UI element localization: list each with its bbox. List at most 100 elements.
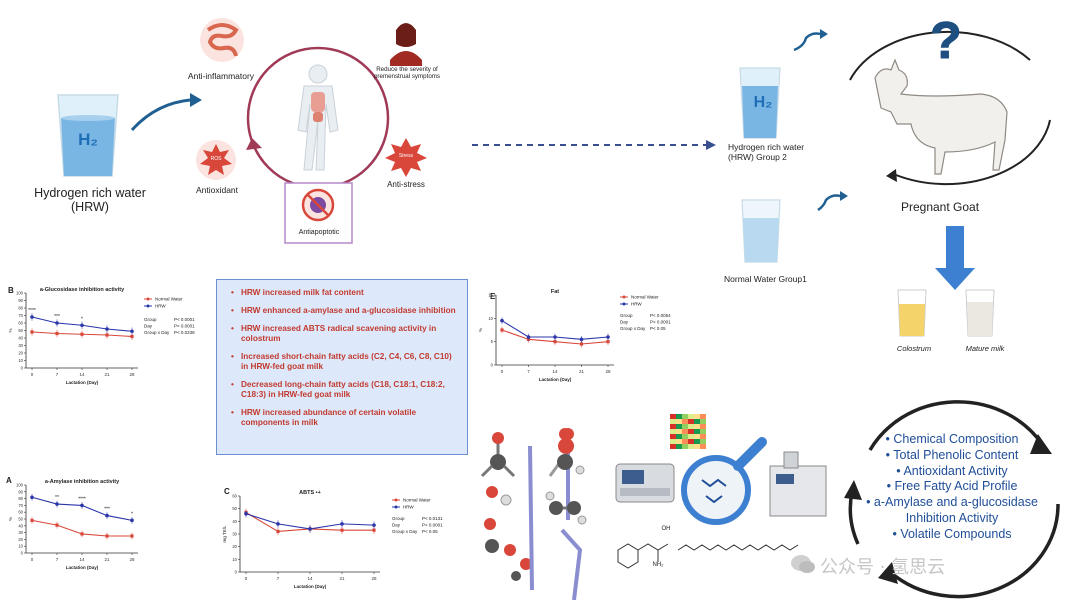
normal-water-group1-label: Normal Water Group1 [724,274,807,284]
analysis-cycle [844,400,1060,599]
data-point [55,321,59,325]
legend-marker [394,505,398,509]
data-point [606,335,610,339]
y-tick-label: 40 [18,336,23,341]
heatmap-cell [700,439,706,444]
stats-pvalue: P< 0.0001 [174,324,195,329]
finding-item: HRW increased abundance of certain volat… [231,408,457,428]
y-tick-label: 20 [18,351,23,356]
data-point [372,528,376,532]
data-point [579,342,584,346]
colostrum-glass-icon [897,289,927,337]
y-tick-label: 70 [18,503,23,508]
fatty-acid-chain [677,544,799,551]
woman-icon [390,23,422,66]
data-point [606,340,610,344]
significance-label: *** [104,507,110,513]
stress-badge: Stress [398,153,414,159]
heatmap-cell [682,414,688,419]
hrw-effects-diagram [57,18,427,244]
data-point [30,315,34,319]
data-point [55,331,59,336]
y-tick-label: 90 [18,298,23,303]
stats-term: Day [392,523,401,528]
molecule-icon [545,491,587,525]
y-tick-label: 20 [18,537,23,542]
analysis-item: • Free Fatty Acid Profile [886,479,1018,494]
antiapoptotic-label: Antiapoptotic [298,229,340,236]
hrw-glass-icon [57,94,119,177]
heatmap-cell [682,444,688,449]
heatmap-cell [688,419,694,424]
heatmap-cell [670,424,676,429]
data-point [526,335,531,339]
heatmap-cell [670,439,676,444]
x-tick-label: 7 [277,576,280,581]
stats-pvalue: P< 0.0238 [174,330,195,335]
finding-item: Decreased long-chain fatty acids (C18, C… [231,380,457,400]
legend-label: HRW [155,304,166,309]
data-point [55,502,59,506]
x-axis-label: Lactation (Day) [539,377,572,382]
curved-arrow-icon [130,98,191,132]
data-point [130,534,134,538]
heatmap-cell [676,419,682,424]
significance-label: ** [55,495,59,501]
data-point [276,529,280,534]
heatmap-cell [700,414,706,419]
legend-label: Normal Water [155,297,183,302]
nh2-label: NH₂ [652,562,664,568]
no-apoptosis-icon [301,188,335,222]
normal-water-glass-icon [741,199,781,263]
stats-pvalue: P< 0.05 [650,326,666,331]
data-point [340,528,344,532]
goat-cycle-arc [849,30,1051,186]
finding-item: HRW enhanced a-amylase and a-glucosidase… [231,306,457,316]
x-tick-label: 14 [552,369,558,374]
chart-title: ABTS •+ [299,490,321,496]
stats-term: Group x Day [144,330,170,335]
x-axis-label: Lactation (Day) [66,380,99,385]
y-tick-label: 10 [488,316,493,321]
legend-marker [622,302,626,306]
magnifier-icon [681,437,767,525]
legend-marker [622,295,626,299]
reduce-pms-label: Reduce the severity of premenstrual symp… [373,66,441,81]
x-tick-label: 28 [129,557,135,562]
data-point [30,495,34,500]
x-tick-label: 21 [579,369,585,374]
data-point [130,334,134,339]
stats-term: Group [144,317,157,322]
x-tick-label: 7 [56,557,59,562]
goat-icon [874,58,1008,175]
heatmap-cell [670,414,676,419]
significance-label: *** [54,314,60,320]
heatmap-cell [676,429,682,434]
analysis-item: • Volatile Compounds [892,526,1012,541]
data-point [80,332,84,336]
heatmap-cell [700,424,706,429]
y-tick-label: 100 [16,291,24,296]
y-tick-label: 50 [18,328,23,333]
data-point [372,523,376,527]
x-tick-label: 14 [79,372,85,377]
findings-summary-box: HRW increased milk fat contentHRW enhanc… [216,279,468,455]
anti-inflammatory-label: Anti-inflammatory [187,71,255,81]
molecule-icon [486,486,512,506]
data-point [55,523,59,527]
stress-icon [385,138,427,177]
stats-pvalue: P< 0.0054 [650,313,671,318]
stats-term: Group [392,516,405,521]
stats-pvalue: P< 0.0001 [650,320,671,325]
significance-label: **** [78,496,86,502]
legend-label: HRW [403,505,414,510]
heatmap-cell [688,414,694,419]
y-tick-label: 60 [18,321,23,326]
heatmap-cell [676,424,682,429]
heatmap-cell [688,444,694,449]
data-point [276,522,280,526]
ros-icon [196,140,236,180]
data-point [105,327,109,331]
heatmap-cell [670,444,676,449]
analysis-item: • a-Amylase and a-glucosidase [866,495,1038,510]
